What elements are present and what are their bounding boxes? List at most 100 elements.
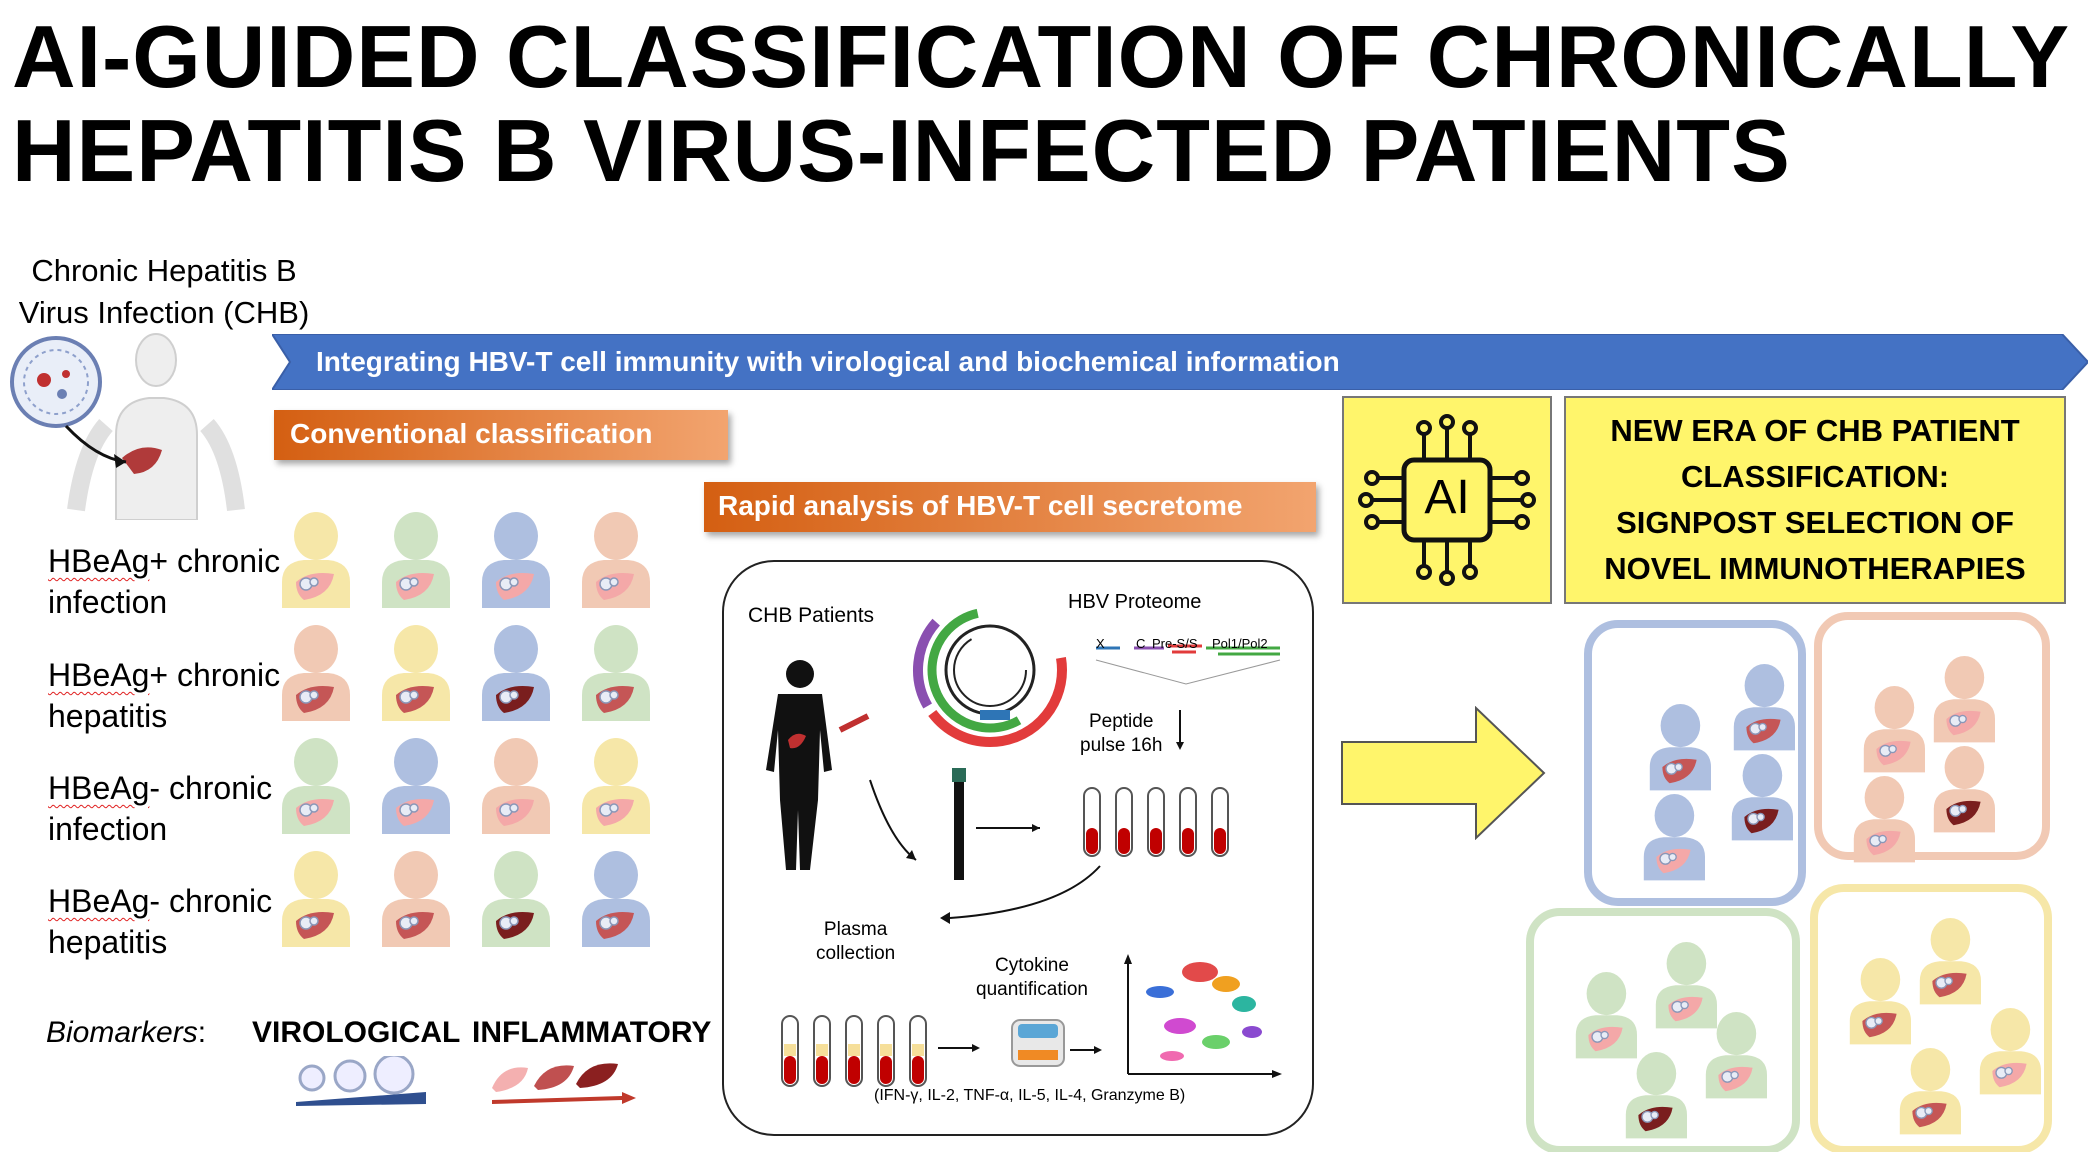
cluster-yellow-patient-3 xyxy=(1979,1008,2041,1095)
patient-grid xyxy=(282,512,650,947)
new-era-box: NEW ERA OF CHB PATIENT CLASSIFICATION: S… xyxy=(1564,396,2066,604)
inflammatory-label: INFLAMMATORY xyxy=(472,1016,712,1049)
grid-patient-1-4 xyxy=(582,512,650,608)
cluster-blue-patient-3 xyxy=(1731,754,1793,841)
cluster-yellow-box xyxy=(1810,884,2052,1152)
hbv-proteome-label: HBV Proteome xyxy=(1068,591,1202,613)
stimulated-tubes xyxy=(1083,787,1229,857)
grid-patient-2-3 xyxy=(482,625,550,721)
grid-patient-2-2 xyxy=(382,625,450,721)
row-label-4-line2: hepatitis xyxy=(48,924,168,960)
grid-patient-4-4 xyxy=(582,851,650,947)
chb-label: Chronic Hepatitis B Virus Infection (CHB… xyxy=(14,250,314,334)
new-era-line-3: SIGNPOST SELECTION OF xyxy=(1616,505,2014,540)
conventional-classification-box: Conventional classification xyxy=(274,410,728,460)
row-label-3-line2: infection xyxy=(48,811,168,847)
row-label-1-line2: infection xyxy=(48,584,168,620)
grid-patient-3-4 xyxy=(582,738,650,834)
grid-patient-4-1 xyxy=(282,851,350,947)
hbv-genome-icon xyxy=(913,593,1067,747)
row-label-4-rest: - chronic xyxy=(149,883,273,919)
gene-bars xyxy=(1095,644,1281,685)
row-label-3-rest: - chronic xyxy=(149,770,273,806)
row-label-2: HBeAg+ chronic hepatitis xyxy=(48,655,280,737)
title-line-1: AI-GUIDED CLASSIFICATION OF CHRONICALLY xyxy=(12,7,2071,106)
cluster-blue-patient-2 xyxy=(1649,704,1711,791)
grid-patient-4-3 xyxy=(482,851,550,947)
row-label-4: HBeAg- chronic hepatitis xyxy=(48,881,272,963)
grid-patient-4-2 xyxy=(382,851,450,947)
chb-patients-label: CHB Patients xyxy=(748,604,875,627)
cluster-blue-box xyxy=(1584,620,1806,906)
grid-patient-1-2 xyxy=(382,512,450,608)
row-label-2-word: HBeAg xyxy=(48,657,150,693)
new-era-line-4: NOVEL IMMUNOTHERAPIES xyxy=(1604,551,2026,586)
cluster-green-patient-2 xyxy=(1575,972,1637,1059)
row-label-2-line2: hepatitis xyxy=(48,698,168,734)
cluster-green-patient-1 xyxy=(1655,942,1717,1029)
cluster-yellow-patient-2 xyxy=(1849,958,1911,1045)
row-label-1-word: HBeAg xyxy=(48,543,150,579)
cluster-peach-patient-1 xyxy=(1933,656,1995,743)
ai-chip-icon xyxy=(1358,414,1536,586)
grid-patient-3-1 xyxy=(282,738,350,834)
rapid-analysis-label: Rapid analysis of HBV-T cell secretome xyxy=(718,490,1243,521)
cluster-blue-patient-1 xyxy=(1733,664,1795,751)
grid-patient-1-3 xyxy=(482,512,550,608)
rapid-analysis-box: Rapid analysis of HBV-T cell secretome xyxy=(704,482,1316,532)
grid-patient-3-3 xyxy=(482,738,550,834)
virus-human-illustration xyxy=(10,333,245,520)
row-label-3: HBeAg- chronic infection xyxy=(48,768,272,850)
integration-banner xyxy=(272,334,2088,390)
title-line-2: HEPATITIS B VIRUS-INFECTED PATIENTS xyxy=(12,101,1791,200)
ai-box: AI xyxy=(1342,396,1552,604)
cluster-peach-patient-3 xyxy=(1933,746,1995,833)
cluster-green-patient-3 xyxy=(1705,1012,1767,1099)
gene-c-label: C xyxy=(1136,636,1146,651)
cluster-blue-patient-4 xyxy=(1643,794,1705,881)
grid-patient-3-2 xyxy=(382,738,450,834)
gene-x-label: X xyxy=(1096,636,1105,651)
result-arrow xyxy=(1341,706,1546,840)
row-label-1-rest: + chronic xyxy=(149,543,281,579)
gene-pres-label: Pre-S/S xyxy=(1152,636,1198,651)
syringe-icon xyxy=(838,713,870,733)
row-label-2-rest: + chronic xyxy=(149,657,281,693)
cluster-peach-box xyxy=(1814,612,2050,860)
grid-patient-1-1 xyxy=(282,512,350,608)
patient-silhouette xyxy=(766,660,832,870)
cluster-peach-patient-4 xyxy=(1853,776,1915,863)
patient-clusters xyxy=(1526,612,2052,1152)
blood-tube-icon xyxy=(954,770,964,880)
integration-banner-text: Integrating HBV-T cell immunity with vir… xyxy=(316,346,1340,377)
page-title: AI-GUIDED CLASSIFICATION OF CHRONICALLY … xyxy=(12,10,2082,198)
cluster-green-box xyxy=(1526,908,1800,1152)
conventional-classification-label: Conventional classification xyxy=(290,418,653,449)
virological-gradient-icon xyxy=(296,1056,426,1106)
new-era-line-1: NEW ERA OF CHB PATIENT xyxy=(1610,413,2020,448)
grid-patient-2-1 xyxy=(282,625,350,721)
virological-label: VIROLOGICAL xyxy=(252,1016,461,1049)
biomarkers-label: Biomarkers: xyxy=(46,1016,207,1049)
cluster-peach-patient-2 xyxy=(1863,686,1925,773)
cytometer-device-icon xyxy=(1011,1019,1065,1067)
gene-pol-label: Pol1/Pol2 xyxy=(1212,636,1268,651)
row-label-3-word: HBeAg xyxy=(48,770,150,806)
ai-label: AI xyxy=(1424,471,1470,524)
cluster-yellow-patient-4 xyxy=(1899,1048,1961,1135)
grid-patient-2-4 xyxy=(582,625,650,721)
virus-icon xyxy=(10,336,102,428)
inflammatory-gradient-icon xyxy=(492,1063,636,1104)
plasma-tubes xyxy=(781,1015,927,1087)
chb-label-line-1: Chronic Hepatitis B xyxy=(31,253,297,288)
secretome-workflow xyxy=(766,593,1282,1087)
cluster-yellow-patient-1 xyxy=(1919,918,1981,1005)
cluster-green-patient-4 xyxy=(1625,1052,1687,1139)
row-label-4-word: HBeAg xyxy=(48,883,150,919)
new-era-line-2: CLASSIFICATION: xyxy=(1680,459,1950,494)
cytokine-scatter-plot xyxy=(1124,954,1282,1078)
row-label-1: HBeAg+ chronic infection xyxy=(48,541,280,623)
